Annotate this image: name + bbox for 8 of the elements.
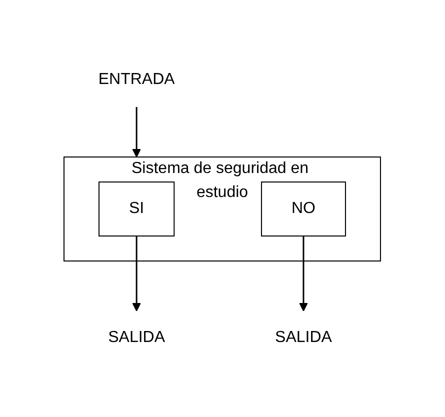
- node-box: SI: [98, 181, 175, 236]
- arrow: [132, 236, 142, 311]
- node-text: ENTRADA: [98, 70, 176, 88]
- arrow: [132, 106, 142, 157]
- node-box: NO: [261, 181, 346, 236]
- node-text: SALIDA: [275, 328, 332, 346]
- arrow: [299, 236, 308, 311]
- node-text: SALIDA: [108, 328, 166, 346]
